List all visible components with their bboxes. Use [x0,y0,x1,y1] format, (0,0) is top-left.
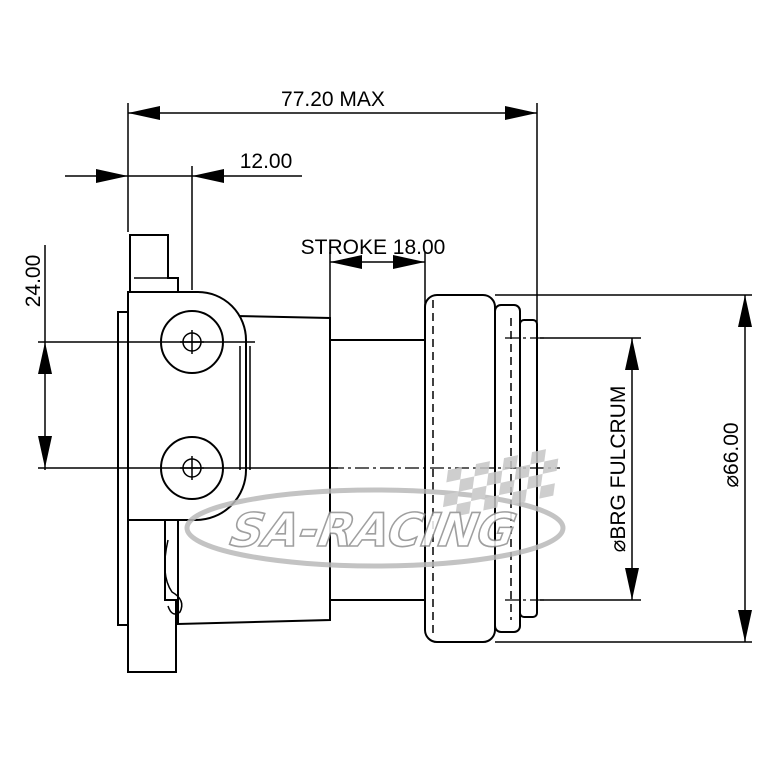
arrowhead-top [738,295,752,327]
sa-racing-watermark-logo: SA-RACING [184,449,566,569]
overall-length-label: 77.20 MAX [281,88,385,111]
lower-flange [127,519,177,673]
bearing-fulcrum-label: ⌀BRG FULCRUM [607,386,630,553]
dimension-bearing-fulcrum: ⌀BRG FULCRUM [540,337,641,601]
arrowhead-right [192,169,224,183]
watermark-text: SA-RACING [227,503,521,557]
arrowhead-top [38,342,52,374]
piston-tube [329,339,426,601]
dimension-overall-length: 77.20 MAX [127,88,538,330]
outer-diameter-label: ⌀66.00 [720,422,743,487]
hose-clip [164,539,183,615]
bolt-spacing-label: 24.00 [22,255,45,308]
release-bearing-part [117,234,560,673]
stroke-label: STROKE 18.00 [301,236,446,259]
dimension-outer-diameter: ⌀66.00 [495,294,752,643]
checkered-flag-icon [442,449,559,517]
arrowhead-left [128,106,160,120]
arrowhead-left [96,169,128,183]
arrowhead-left [330,255,362,269]
watermark-swoosh [184,487,566,569]
bolt-offset-label: 12.00 [240,150,293,173]
arrowhead-top [625,338,639,370]
arrowhead-bottom [625,568,639,600]
arrowhead-right [393,255,425,269]
top-bracket [129,234,179,293]
dimension-stroke: STROKE 18.00 [301,236,446,340]
arrowhead-bottom [38,436,52,468]
dimension-bolt-offset: 12.00 [65,150,302,290]
arrowhead-right [505,106,537,120]
dimension-bolt-spacing: 24.00 [22,245,338,470]
arrowhead-bottom [738,610,752,642]
